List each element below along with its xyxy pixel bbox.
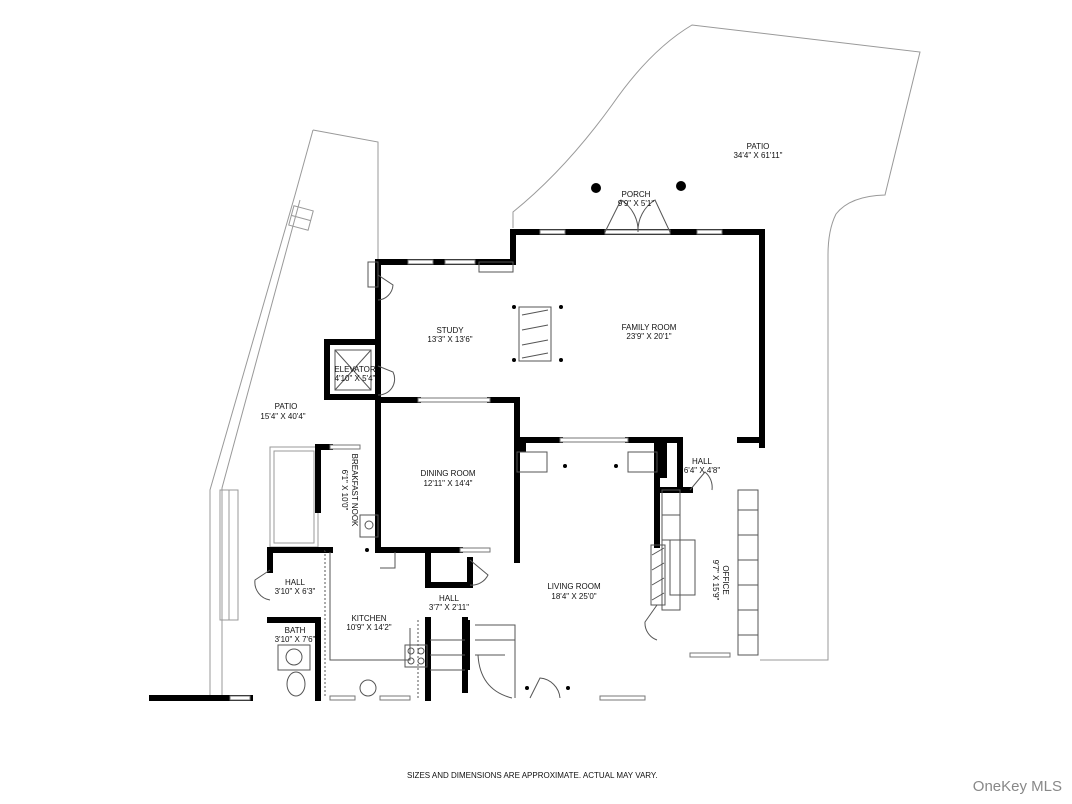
dining-room-dims: 12'11" X 14'4" — [423, 479, 472, 488]
patio-right-dims: 34'4" X 61'11" — [733, 151, 782, 160]
patio-left-dims: 15'4" X 40'4" — [260, 412, 305, 421]
patio-left-steps — [219, 446, 319, 621]
hall-left-name: HALL — [285, 578, 306, 587]
study-name: STUDY — [436, 326, 464, 335]
columns — [325, 181, 686, 690]
disclaimer-note: SIZES AND DIMENSIONS ARE APPROXIMATE. AC… — [407, 771, 658, 780]
office-name: OFFICE — [721, 565, 730, 594]
door-swings — [254, 199, 713, 699]
hall-left-dims: 3'10" X 6'3" — [275, 587, 316, 596]
patio-right-outline — [512, 24, 921, 661]
walls — [149, 229, 765, 701]
watermark: OneKey MLS — [972, 778, 1062, 795]
bath-name: BATH — [285, 626, 306, 635]
family-room-dims: 23'9" X 20'1" — [626, 332, 671, 341]
breakfast-nook-dims: 6'1" X 10'0" — [340, 470, 349, 511]
living-room-dims: 18'4" X 25'0" — [551, 592, 596, 601]
kitchen-name: KITCHEN — [351, 614, 386, 623]
breakfast-nook-name: BREAKFAST NOOK — [350, 454, 359, 527]
hall-center-name: HALL — [439, 594, 460, 603]
patio-left-outline — [209, 129, 379, 698]
hall-center-dims: 3'7" X 2'11" — [429, 603, 469, 612]
kitchen-dims: 10'9" X 14'2" — [346, 623, 391, 632]
dining-room-name: DINING ROOM — [420, 469, 475, 478]
fixtures — [277, 261, 759, 699]
family-room-name: FAMILY ROOM — [622, 323, 677, 332]
elevator-name: ELEVATOR — [334, 365, 376, 374]
hall-right-dims: 6'4" X 4'8" — [684, 466, 720, 475]
office-dims: 9'7" X 15'9" — [711, 560, 720, 601]
porch-name: PORCH — [622, 190, 651, 199]
elevator-dims: 4'10" X 5'4" — [335, 374, 376, 383]
hall-right-name: HALL — [692, 457, 713, 466]
patio-right-name: PATIO — [747, 142, 770, 151]
bath-dims: 3'10" X 7'6" — [275, 635, 316, 644]
patio-left-name: PATIO — [275, 402, 298, 411]
living-room-name: LIVING ROOM — [547, 582, 601, 591]
study-dims: 13'3" X 13'6" — [427, 335, 472, 344]
window-patio — [288, 205, 314, 231]
porch-dims: 9'9" X 5'1" — [618, 199, 654, 208]
room-labels: PATIO 34'4" X 61'11" PORCH 9'9" X 5'1" S… — [260, 142, 782, 644]
